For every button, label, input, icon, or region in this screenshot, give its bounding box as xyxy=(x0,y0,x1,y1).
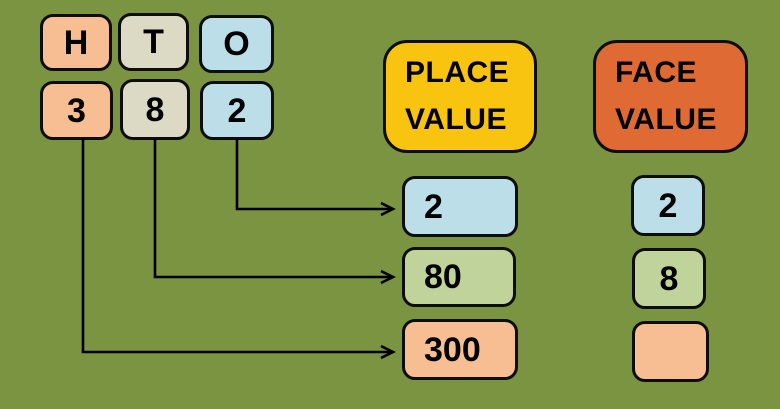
face-value-heading-line2: VALUE xyxy=(615,102,717,136)
digit-hundreds: 3 xyxy=(40,81,113,140)
digit-ones: 2 xyxy=(200,81,274,140)
digit-tens: 8 xyxy=(120,79,190,140)
column-header-ones: O xyxy=(199,15,274,73)
place-value-heading-line2: VALUE xyxy=(405,102,507,136)
arrow-tens-to-place-value xyxy=(153,139,396,285)
face-value-heading-line1: FACE xyxy=(615,56,698,89)
place-value-item-ones: 2 xyxy=(402,176,518,237)
face-value-item-hundreds xyxy=(632,321,709,382)
face-value-item-ones: 2 xyxy=(631,175,705,236)
column-header-hundreds: H xyxy=(40,14,112,71)
place-value-heading: PLACE VALUE xyxy=(383,40,537,153)
place-value-heading-line1: PLACE xyxy=(405,56,510,89)
place-value-item-tens: 80 xyxy=(402,247,516,307)
face-value-heading: FACE VALUE xyxy=(593,40,748,153)
arrow-hundreds-to-place-value xyxy=(81,139,396,360)
place-value-item-hundreds: 300 xyxy=(402,319,518,380)
arrow-ones-to-place-value xyxy=(235,139,396,217)
face-value-item-tens: 8 xyxy=(632,248,706,309)
column-header-tens: T xyxy=(118,13,189,71)
